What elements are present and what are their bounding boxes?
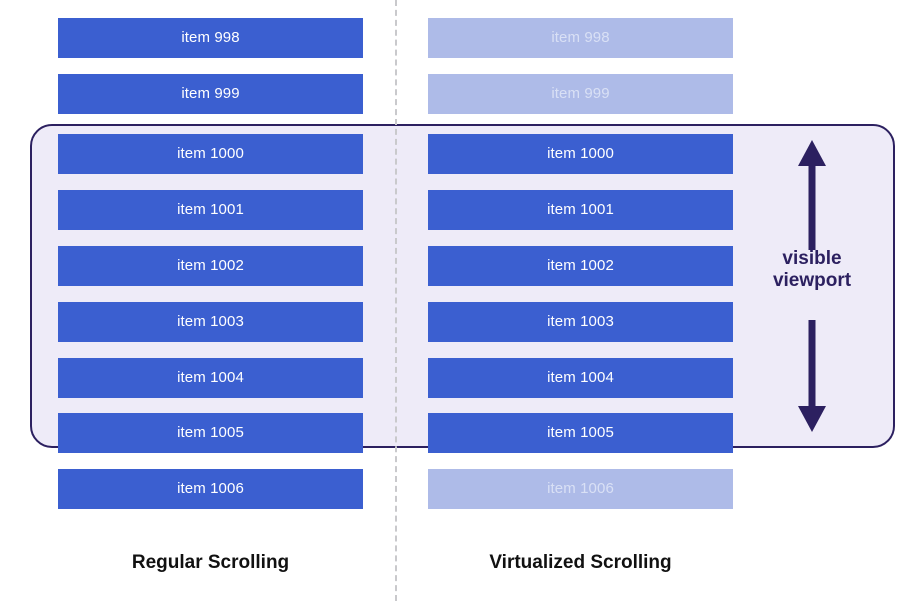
list-item[interactable]: item 1003 bbox=[58, 302, 363, 342]
list-item[interactable]: item 1000 bbox=[428, 134, 733, 174]
list-item[interactable]: item 1004 bbox=[58, 358, 363, 398]
list-item[interactable]: item 1001 bbox=[428, 190, 733, 230]
list-item[interactable]: item 1005 bbox=[428, 413, 733, 453]
column-divider bbox=[395, 0, 397, 601]
list-item[interactable]: item 1002 bbox=[428, 246, 733, 286]
list-item[interactable]: item 1000 bbox=[58, 134, 363, 174]
list-item[interactable]: item 998 bbox=[58, 18, 363, 58]
list-item[interactable]: item 1002 bbox=[58, 246, 363, 286]
list-item[interactable]: item 1004 bbox=[428, 358, 733, 398]
list-item[interactable]: item 1001 bbox=[58, 190, 363, 230]
virtualized-scrolling-caption: Virtualized Scrolling bbox=[489, 552, 672, 573]
regular-scrolling-caption: Regular Scrolling bbox=[131, 552, 290, 573]
list-item[interactable]: item 1003 bbox=[428, 302, 733, 342]
visible-viewport-label-line1: visible bbox=[782, 248, 842, 269]
list-item[interactable]: item 998 bbox=[428, 18, 733, 58]
viewport-extent-annotation: visible viewport bbox=[742, 124, 882, 448]
list-item[interactable]: item 1006 bbox=[428, 469, 733, 509]
visible-viewport-label-line2: viewport bbox=[772, 270, 852, 292]
list-item[interactable]: item 999 bbox=[428, 74, 733, 114]
double-arrow-icon bbox=[798, 140, 826, 432]
list-item[interactable]: item 999 bbox=[58, 74, 363, 114]
arrow-down-icon bbox=[798, 320, 826, 432]
list-item[interactable]: item 1006 bbox=[58, 469, 363, 509]
visible-viewport-label: visible viewport bbox=[742, 248, 882, 293]
list-item[interactable]: item 1005 bbox=[58, 413, 363, 453]
arrow-up-icon bbox=[798, 140, 826, 250]
